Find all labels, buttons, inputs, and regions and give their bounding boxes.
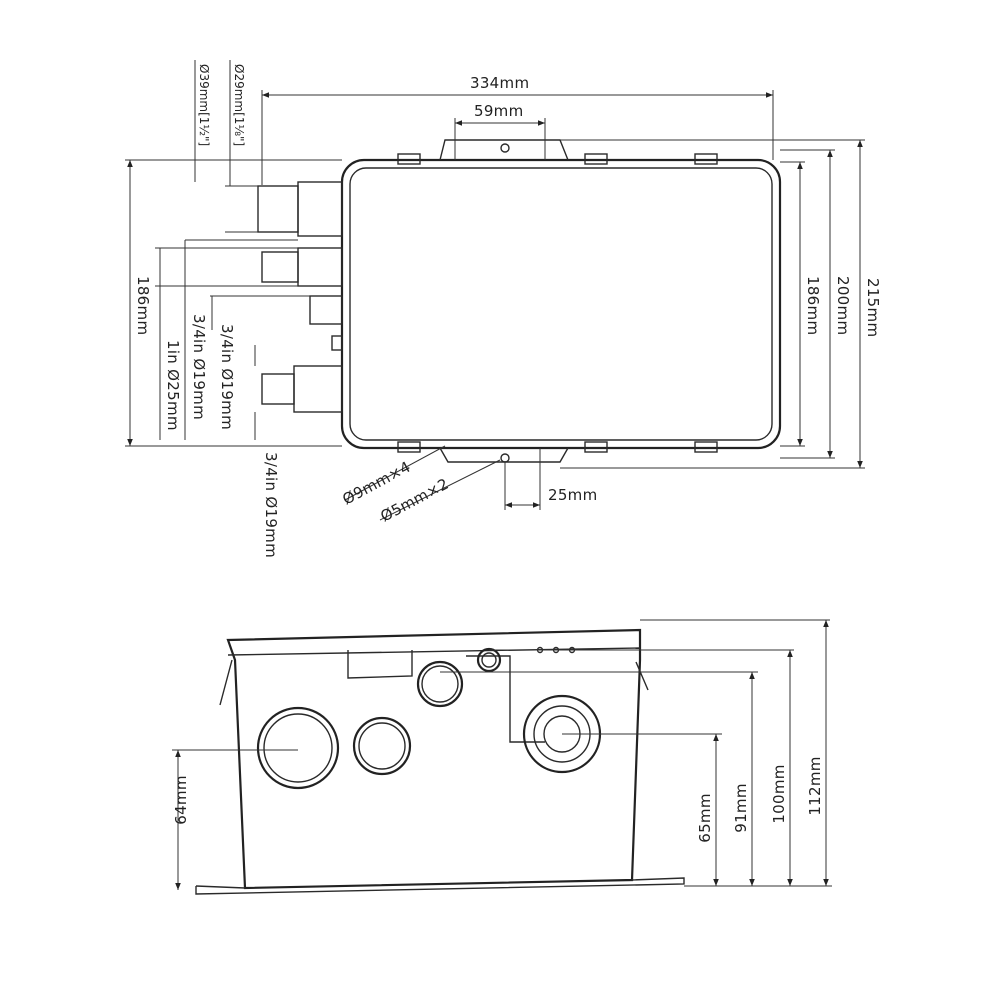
ports (257, 181, 343, 413)
dim-65: 65mm (696, 793, 714, 843)
port-small (416, 660, 464, 708)
tank-inner-outline (349, 167, 773, 441)
dim-port-39: Ø39mm[1½"] (197, 64, 211, 146)
mounting-tabs (397, 153, 718, 453)
side-view: 64mm 65mm 91mm 100mm 112mm (172, 619, 832, 895)
dim-port-29: Ø29mm[1⅛"] (232, 64, 246, 146)
dim-215: 215mm (864, 278, 882, 337)
dim-port-1in: 1in Ø25mm (164, 340, 182, 431)
dim-64: 64mm (172, 775, 190, 825)
port-tiny (476, 647, 502, 673)
dim-25: 25mm (548, 486, 598, 504)
tank-outline (340, 158, 782, 450)
bottom-lug (439, 447, 569, 463)
side-body (226, 628, 642, 890)
dim-port-3-4-a: 3/4in Ø19mm (190, 314, 208, 420)
dim-186-left: 186mm (134, 276, 152, 335)
dim-91: 91mm (732, 783, 750, 833)
dim-200: 200mm (834, 276, 852, 335)
top-view: 334mm 59mm 215mm 200mm 186mm 186mm Ø39mm… (125, 60, 882, 558)
dim-59: 59mm (474, 102, 524, 120)
dim-port-3-4-b: 3/4in Ø19mm (218, 324, 236, 430)
dim-100: 100mm (770, 764, 788, 823)
dim-112: 112mm (806, 756, 824, 815)
top-lug (439, 139, 569, 161)
dim-334: 334mm (470, 74, 529, 92)
dim-186-right: 186mm (804, 276, 822, 335)
dim-port-3-4-c: 3/4in Ø19mm (262, 452, 280, 558)
port-large (256, 706, 340, 790)
port-medium (352, 716, 412, 776)
